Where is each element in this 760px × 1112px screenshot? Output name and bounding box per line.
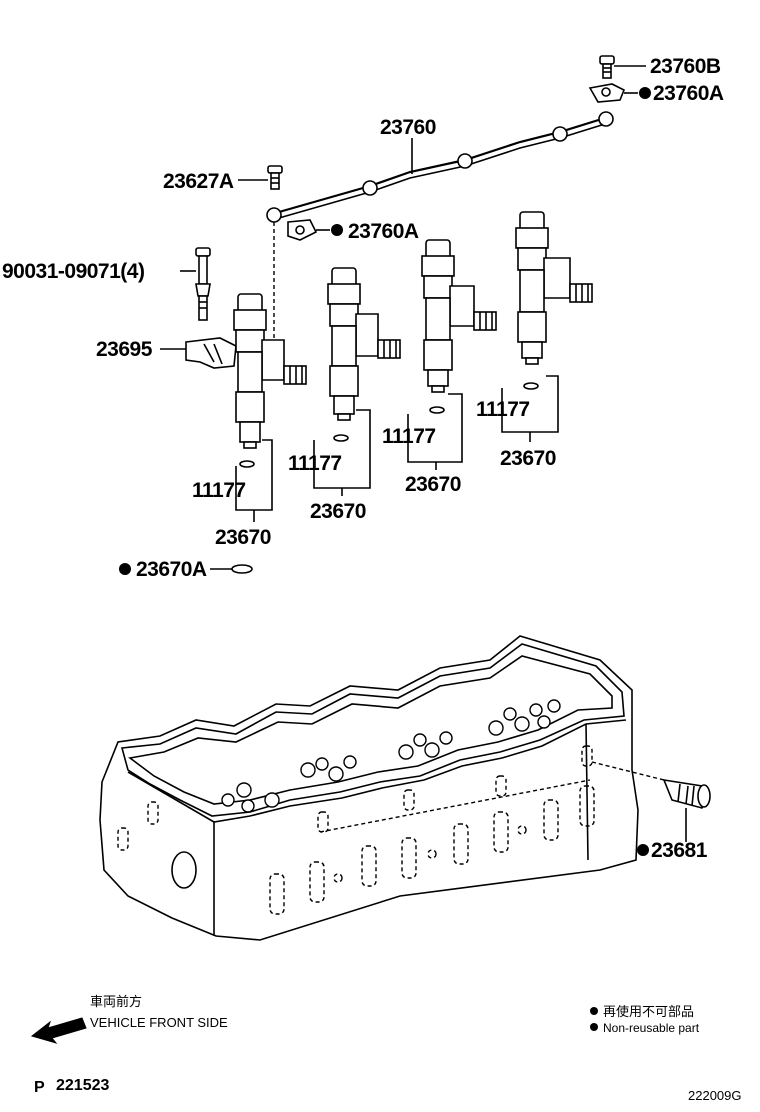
- nonreusable-dot-icon-2: [590, 1023, 598, 1031]
- label-23670a: 23670A: [136, 558, 207, 581]
- label-23627a: 23627A: [163, 170, 234, 193]
- label-90031-09071: 90031-09071(4): [2, 260, 144, 283]
- clamp-23760a-top: [588, 83, 651, 103]
- leak-pipe: [266, 111, 614, 223]
- vehicle-front-arrow-icon: [30, 1017, 87, 1044]
- injector-clamp-23695: [160, 337, 237, 369]
- label-23670-1: 23670: [215, 526, 271, 549]
- nonreusable-label-en: Non-reusable part: [603, 1021, 700, 1035]
- injector-3: [421, 239, 497, 414]
- cylinder-head: [99, 635, 665, 941]
- injector-4: [515, 211, 593, 390]
- oring-23670a: [119, 563, 253, 575]
- label-23760: 23760: [380, 116, 436, 139]
- bolt-23760b: [599, 55, 646, 79]
- union-bolt-23627a: [238, 165, 283, 190]
- label-23695: 23695: [96, 338, 153, 361]
- label-11177-4: 11177: [476, 398, 530, 421]
- vehicle-front-label-en: VEHICLE FRONT SIDE: [90, 1015, 228, 1030]
- nonreusable-dot-icon: [590, 1007, 598, 1015]
- label-23681: 23681: [651, 839, 708, 862]
- label-11177-3: 11177: [382, 425, 436, 448]
- label-23760b: 23760B: [650, 55, 721, 78]
- label-23760a-mid: 23760A: [348, 220, 419, 243]
- injector-2: [327, 267, 401, 442]
- stud-bolt-90031: [180, 247, 211, 321]
- page-prefix: P: [34, 1079, 45, 1096]
- figure-code: 222009G: [688, 1088, 742, 1103]
- label-23760a-top: 23760A: [653, 82, 724, 105]
- label-23670-3: 23670: [405, 473, 461, 496]
- nonreusable-label-jp: 再使用不可部品: [603, 1004, 694, 1019]
- nonreusable-legend: 再使用不可部品 Non-reusable part: [590, 1004, 700, 1035]
- vehicle-front-indicator: 車両前方 VEHICLE FRONT SIDE: [30, 994, 228, 1044]
- label-23670-2: 23670: [310, 500, 366, 523]
- label-11177-2: 11177: [288, 452, 342, 475]
- sleeve-23681: [637, 778, 711, 856]
- label-11177-1: 11177: [192, 479, 246, 502]
- page-code: 221523: [56, 1077, 109, 1094]
- injector-1: [233, 293, 307, 468]
- label-23670-4: 23670: [500, 447, 556, 470]
- vehicle-front-label-jp: 車両前方: [90, 994, 142, 1009]
- clamp-23760a-mid: [287, 219, 343, 241]
